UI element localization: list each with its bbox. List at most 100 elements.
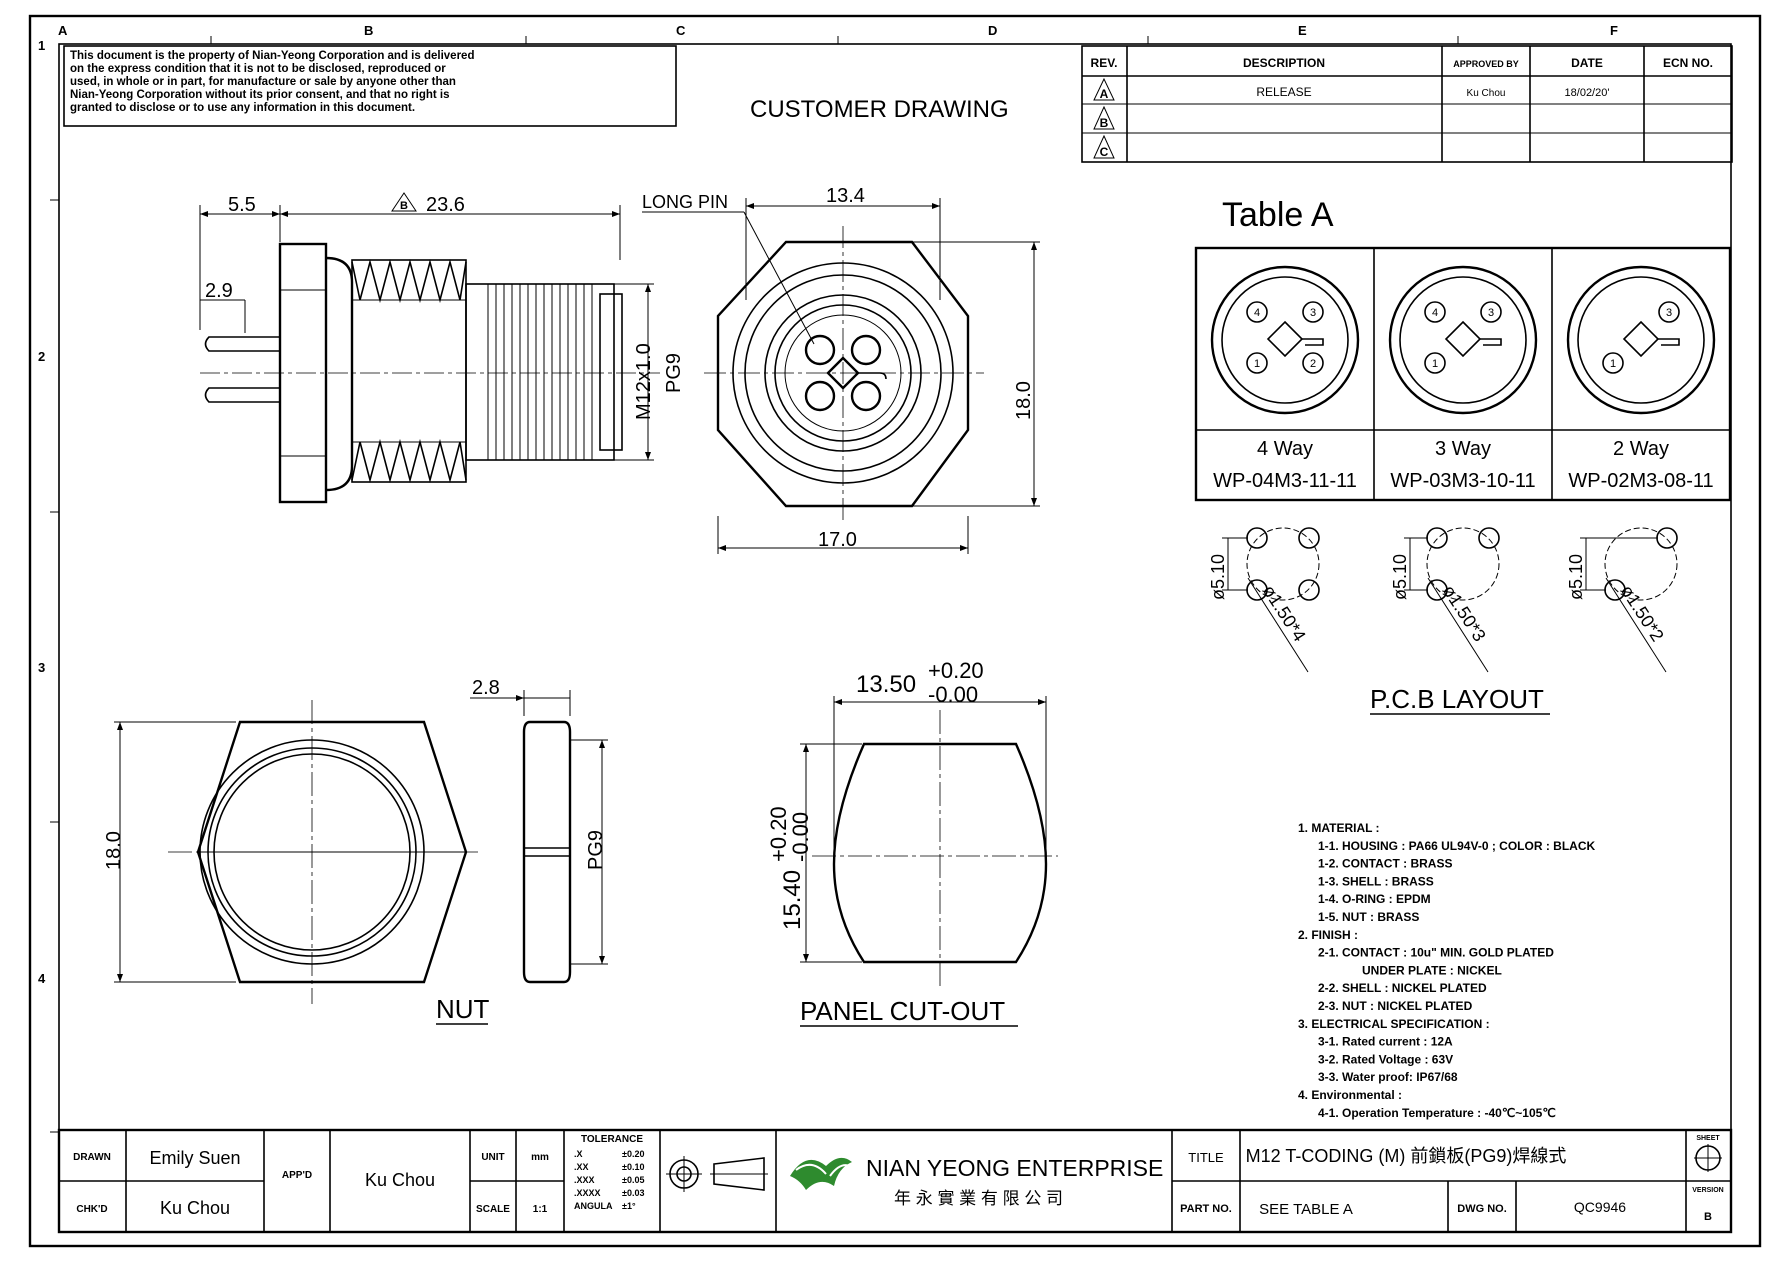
note-line: 3-2. Rated Voltage : 63V [1318, 1052, 1453, 1066]
pcb-circle-dim: ø5.10 [1566, 554, 1586, 600]
appd-label: APP'D [282, 1170, 312, 1181]
title-label: TITLE [1188, 1150, 1224, 1165]
dim-18-0-front: 18.0 [1013, 381, 1035, 420]
nut-dim-2-8: 2.8 [472, 677, 500, 699]
nut-pg9-label: PG9 [585, 830, 607, 870]
note-line: 2-3. NUT : NICKEL PLATED [1318, 999, 1473, 1013]
pin-number: 1 [1610, 358, 1616, 370]
notice-line: granted to disclose or to use any inform… [70, 102, 415, 114]
pcb-layout [1222, 527, 1678, 673]
tol-value: ±0.03 [622, 1188, 644, 1198]
note-line: 3. ELECTRICAL SPECIFICATION : [1298, 1017, 1490, 1031]
pin-number: 3 [1666, 307, 1672, 319]
dim-5-5: 5.5 [228, 194, 256, 216]
tol-value: ±0.05 [622, 1175, 644, 1185]
part-number-label: WP-04M3-11-11 [1213, 470, 1357, 492]
tol-value: ±0.10 [622, 1162, 644, 1172]
drawing-title: M12 T-CODING (M) 前鎖板(PG9)焊線式 [1246, 1146, 1567, 1166]
pin-number: 4 [1432, 307, 1438, 319]
panel-cutout-label: PANEL CUT-OUT [800, 996, 1005, 1026]
cutout-width-tol-minus: -0.00 [928, 682, 978, 707]
note-line: 1-1. HOUSING : PA66 UL94V-0 ; COLOR : BL… [1318, 839, 1595, 853]
note-line: 1-3. SHELL : BRASS [1318, 874, 1434, 888]
part-no-value: SEE TABLE A [1259, 1201, 1353, 1218]
zone-ticks [50, 36, 1459, 1133]
version-value: B [1704, 1211, 1712, 1223]
zone-letter: F [1610, 23, 1618, 38]
chkd-label: CHK'D [76, 1204, 107, 1215]
table-a [1194, 246, 1732, 502]
zone-number: 4 [38, 971, 46, 986]
notes: 1. MATERIAL :1-1. HOUSING : PA66 UL94V-0… [1298, 821, 1595, 1120]
notice-box [63, 45, 677, 127]
tol-value: ±1° [622, 1201, 636, 1211]
zone-letter: D [988, 23, 997, 38]
note-line: 1-4. O-RING : EPDM [1318, 892, 1431, 906]
scale-label: SCALE [476, 1204, 510, 1215]
dwg-no-value: QC9946 [1574, 1199, 1626, 1215]
title-block [57, 1128, 1733, 1234]
company-name-chinese: 年 永 實 業 有 限 公 司 [894, 1189, 1063, 1208]
rev-marker-b: B [1093, 105, 1115, 130]
rev-header: DATE [1571, 56, 1603, 70]
company-logo [790, 1157, 852, 1190]
note-line: 2-2. SHELL : NICKEL PLATED [1318, 981, 1487, 995]
pin-number: 3 [1488, 307, 1494, 319]
rev-approved: Ku Chou [1467, 88, 1506, 99]
note-line: 2. FINISH : [1298, 928, 1358, 942]
cutout-height-dim: 15.40 [779, 870, 806, 930]
pin-number: 1 [1254, 358, 1260, 370]
svg-text:B: B [400, 200, 408, 212]
dim-13-4: 13.4 [826, 185, 865, 207]
rev-header: DESCRIPTION [1243, 56, 1325, 70]
pg9-label: PG9 [663, 353, 685, 393]
dim-2-9: 2.9 [205, 280, 233, 302]
pcb-circle-dim: ø5.10 [1208, 554, 1228, 600]
checked-by: Ku Chou [160, 1198, 230, 1218]
zone-number: 2 [38, 349, 45, 364]
zone-letter: C [676, 23, 686, 38]
zone-letter: B [364, 23, 373, 38]
note-line: 1-5. NUT : BRASS [1318, 910, 1419, 924]
way-label: 2 Way [1613, 438, 1669, 460]
approved-by: Ku Chou [365, 1170, 435, 1190]
panel-cutout-view [800, 696, 1058, 990]
outer-border [28, 14, 1762, 1248]
customer-drawing-heading: CUSTOMER DRAWING [750, 96, 1009, 123]
rev-marker-a: A [1093, 77, 1115, 101]
note-line: 3-1. Rated current : 12A [1318, 1035, 1453, 1049]
unit-value: mm [531, 1152, 549, 1163]
thread-label: M12x1.0 [633, 343, 655, 420]
notice-line: on the express condition that it is not … [70, 63, 446, 75]
rev-date: 18/02/20' [1565, 87, 1610, 99]
note-line: UNDER PLATE : NICKEL [1362, 963, 1502, 977]
long-pin-label: LONG PIN [642, 192, 728, 212]
pin-number: 2 [1310, 358, 1316, 370]
front-view [642, 198, 1040, 554]
rev-header: APPROVED BY [1453, 59, 1519, 69]
way-label: 4 Way [1257, 438, 1313, 460]
pin-number: 3 [1310, 307, 1316, 319]
part-no-label: PART NO. [1180, 1203, 1232, 1215]
rev-b-marker: B [391, 192, 417, 212]
tol-key: .XX [574, 1162, 589, 1172]
note-line: 4. Environmental : [1298, 1088, 1402, 1102]
version-label: VERSION [1692, 1187, 1724, 1194]
notice-line: used, in whole or in part, for manufactu… [70, 76, 456, 88]
zone-letter: E [1298, 23, 1307, 38]
rev-description: RELEASE [1256, 85, 1311, 99]
drawn-label: DRAWN [73, 1152, 111, 1163]
zone-number: 1 [38, 38, 45, 53]
note-line: 3-3. Water proof: IP67/68 [1318, 1070, 1458, 1084]
sheet-label: SHEET [1696, 1135, 1720, 1142]
svg-text:C: C [1100, 145, 1109, 159]
scale-value: 1:1 [533, 1204, 548, 1215]
tolerance-title: TOLERANCE [581, 1134, 643, 1145]
part-number-label: WP-03M3-10-11 [1390, 470, 1535, 492]
tol-key: .X [574, 1149, 583, 1159]
tol-value: ±0.20 [622, 1149, 644, 1159]
revision-table [1081, 45, 1733, 163]
pcb-circle-dim: ø5.10 [1390, 554, 1410, 600]
